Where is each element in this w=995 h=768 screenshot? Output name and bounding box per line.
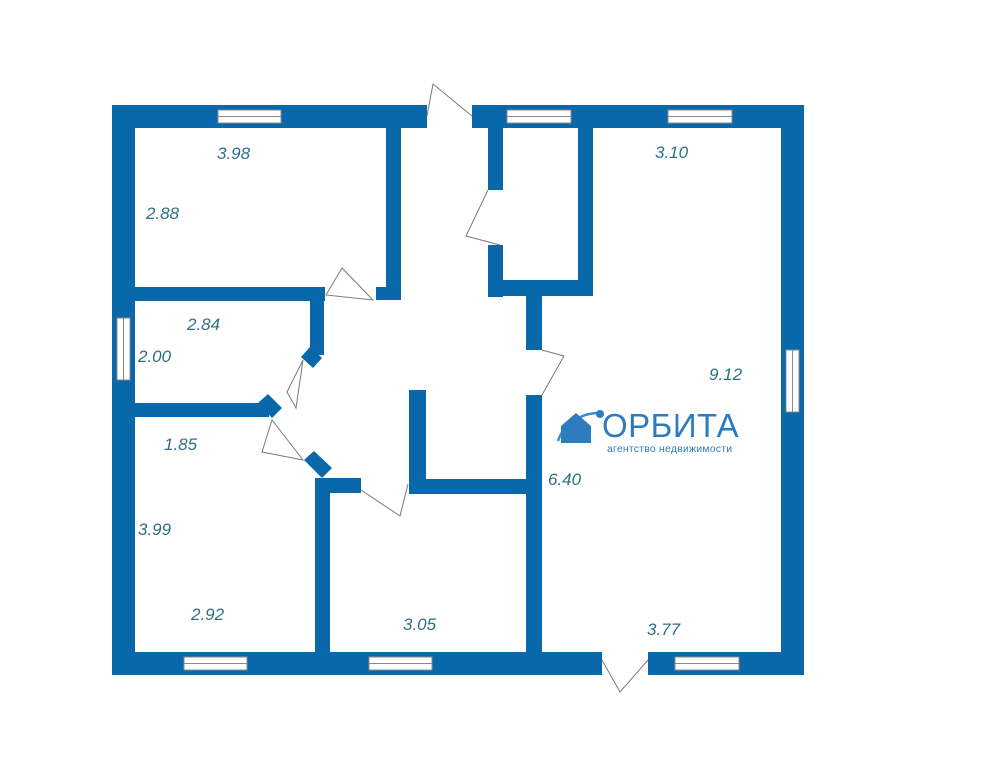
dim-room-bottom-left-depth: 3.99 — [138, 520, 172, 539]
dim-room-right-depth: 9.12 — [709, 365, 743, 384]
dim-room-bottom-left-top: 1.85 — [164, 435, 198, 454]
house-orbit-icon — [556, 410, 604, 443]
dim-room-top-left-width: 3.98 — [217, 144, 251, 163]
dim-room-right-top-width: 3.10 — [655, 143, 689, 162]
interior-walls — [135, 128, 593, 654]
doors — [261, 83, 649, 693]
outer-walls — [112, 105, 804, 675]
brand-logo: ОРБИТА агентство недвижимости — [556, 407, 739, 455]
dim-room-right-bottom-width: 3.77 — [647, 620, 681, 639]
dim-room-bottom-mid-width: 3.05 — [403, 615, 437, 634]
dim-room-mid-left-width: 2.84 — [186, 315, 220, 334]
windows — [116, 109, 800, 671]
logo-tagline: агентство недвижимости — [607, 443, 732, 455]
dim-room-mid-left-depth: 2.00 — [137, 347, 172, 366]
dimension-labels: 3.98 2.88 2.84 2.00 1.85 3.99 2.92 3.05 … — [137, 143, 743, 639]
dim-room-right-inner: 6.40 — [548, 470, 582, 489]
logo-name: ОРБИТА — [602, 407, 739, 444]
dim-room-bottom-left-width: 2.92 — [190, 605, 225, 624]
dim-room-top-left-depth: 2.88 — [145, 204, 180, 223]
